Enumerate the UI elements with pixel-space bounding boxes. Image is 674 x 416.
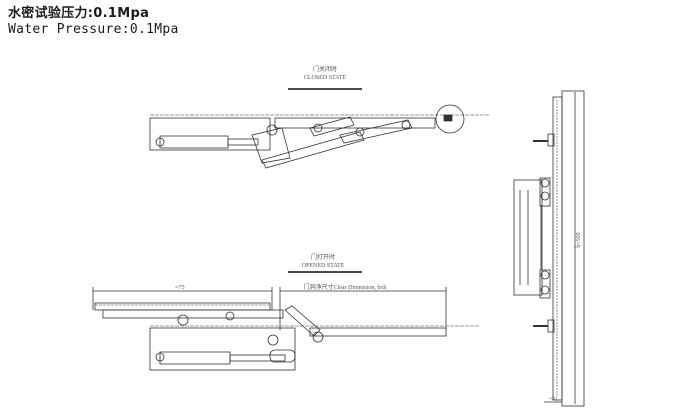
opened-state-label-cn: 门打开时	[311, 253, 335, 261]
title-english: Water Pressure:0.1Mpa	[8, 22, 179, 37]
side-view: h=500 ≈50	[513, 90, 585, 407]
dimension-bottom: ≈50	[549, 397, 557, 402]
dimension-clear-opening: 门洞净尺寸Clear Dimension, hxh	[304, 283, 387, 291]
opened-state-view: 门打开时 OPENED STATE ≈75 门洞净尺寸Clear Dimensi…	[92, 253, 480, 371]
title-chinese: 水密试验压力:0.1Mpa	[8, 6, 150, 21]
closed-state-label-cn: 门关闭时	[313, 65, 337, 73]
opened-state-label-en: OPENED STATE	[302, 263, 345, 269]
closed-state-view: 门关闭时 CLOSED STATE	[149, 65, 490, 169]
closed-state-label-en: CLOSED STATE	[304, 75, 347, 81]
dimension-height: h=500	[576, 232, 582, 247]
dimension-left: ≈75	[175, 285, 184, 291]
